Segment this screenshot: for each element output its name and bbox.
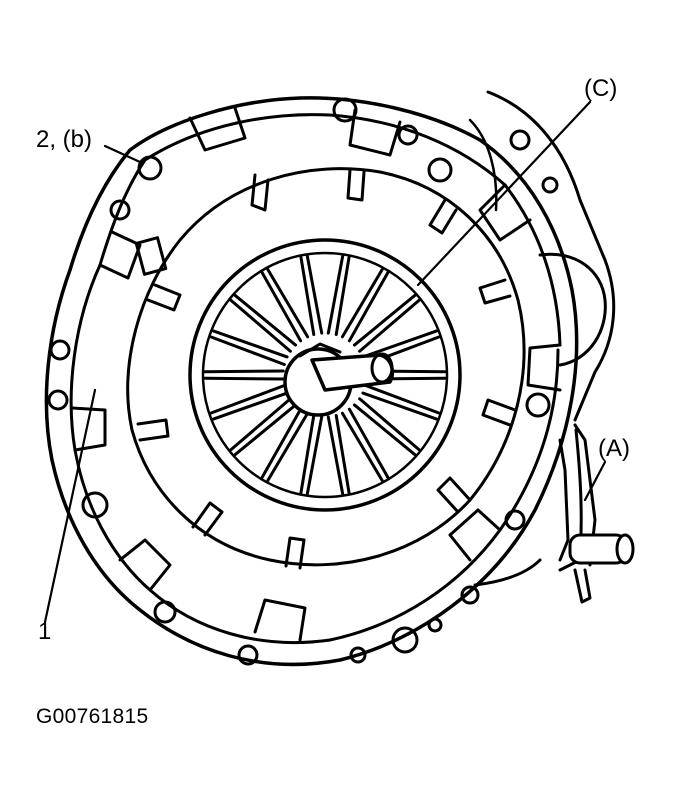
cover-flange: [69, 106, 562, 644]
spring-finger-slot: [358, 298, 421, 353]
spring-finger-slot: [266, 411, 310, 483]
bolt-hole: [81, 491, 109, 519]
bolt-hole: [541, 176, 559, 194]
bolt-hole: [460, 585, 480, 605]
callout-a: (A): [598, 435, 630, 462]
leader-1: [43, 388, 97, 624]
spring-finger-slot: [209, 384, 286, 415]
spring-finger-slot: [211, 329, 289, 359]
spring-finger-slot: [358, 397, 421, 452]
bolt-hole: [109, 199, 131, 221]
spring-finger-slot: [305, 415, 324, 496]
bolt-hole: [427, 157, 453, 183]
spring-finger-slot: [352, 403, 417, 457]
bolt-hole: [349, 646, 367, 664]
bolt-hole: [525, 392, 551, 418]
spring-finger-slot: [361, 329, 439, 359]
spring-finger-slot: [334, 255, 351, 337]
input-shaft: [283, 342, 394, 417]
bolt-hole: [332, 97, 358, 123]
spring-finger-slot: [334, 413, 351, 495]
spring-finger-slot: [340, 411, 384, 483]
diaphragm-inner: [201, 251, 449, 499]
leader-c: [416, 100, 592, 287]
callout-c: (C): [584, 75, 618, 102]
spring-finger-slot: [299, 413, 316, 495]
bolt-hole: [237, 644, 259, 666]
spring-finger-slot: [352, 293, 417, 347]
spring-finger-slot: [326, 254, 345, 335]
spring-finger-slot: [233, 293, 298, 347]
diaphragm-outer: [188, 238, 462, 512]
leader-lines: [43, 100, 607, 624]
spring-finger-slot: [203, 369, 285, 374]
leader-2b: [103, 144, 142, 164]
cover-inner-ring: [126, 167, 526, 570]
cover-outer-rim: [44, 96, 579, 667]
spring-finger-slot: [266, 267, 310, 339]
spring-finger-slot: [326, 415, 345, 496]
spring-finger-slot: [361, 391, 439, 421]
spring-finger-slot: [260, 407, 303, 479]
callout-1: 1: [38, 618, 52, 645]
figure-id: G00761815: [36, 705, 149, 728]
bolt-hole: [397, 124, 419, 146]
leader-a: [583, 460, 607, 502]
spring-finger-slot: [211, 391, 289, 421]
bolt-hole: [504, 509, 526, 531]
release-fork: [558, 423, 635, 604]
bolt-hole: [509, 129, 531, 151]
spring-finger-slot: [364, 384, 441, 415]
bolt-hole: [153, 600, 177, 624]
diaphragm-fingers: [203, 254, 447, 496]
spring-finger-slot: [233, 403, 298, 457]
callout-2-b: 2, (b): [36, 126, 93, 153]
bolt-hole: [427, 617, 443, 633]
spring-finger-slot: [347, 407, 390, 479]
spring-finger-slot: [229, 298, 292, 353]
spring-finger-slot: [347, 271, 390, 343]
bolt-hole: [47, 389, 69, 411]
spring-finger-slot: [340, 267, 384, 339]
bolt-hole: [137, 155, 163, 181]
spring-finger-slot: [260, 271, 303, 343]
spring-finger-slot: [305, 254, 324, 335]
spring-finger-slot: [209, 335, 286, 366]
spring-finger-slot: [203, 376, 285, 381]
rim-bolt-holes: [47, 97, 559, 666]
bolt-hole: [391, 626, 419, 654]
spring-finger-slot: [229, 397, 292, 452]
bolt-hole: [49, 339, 71, 361]
housing-edge: [468, 90, 616, 587]
spring-finger-slot: [299, 255, 316, 337]
